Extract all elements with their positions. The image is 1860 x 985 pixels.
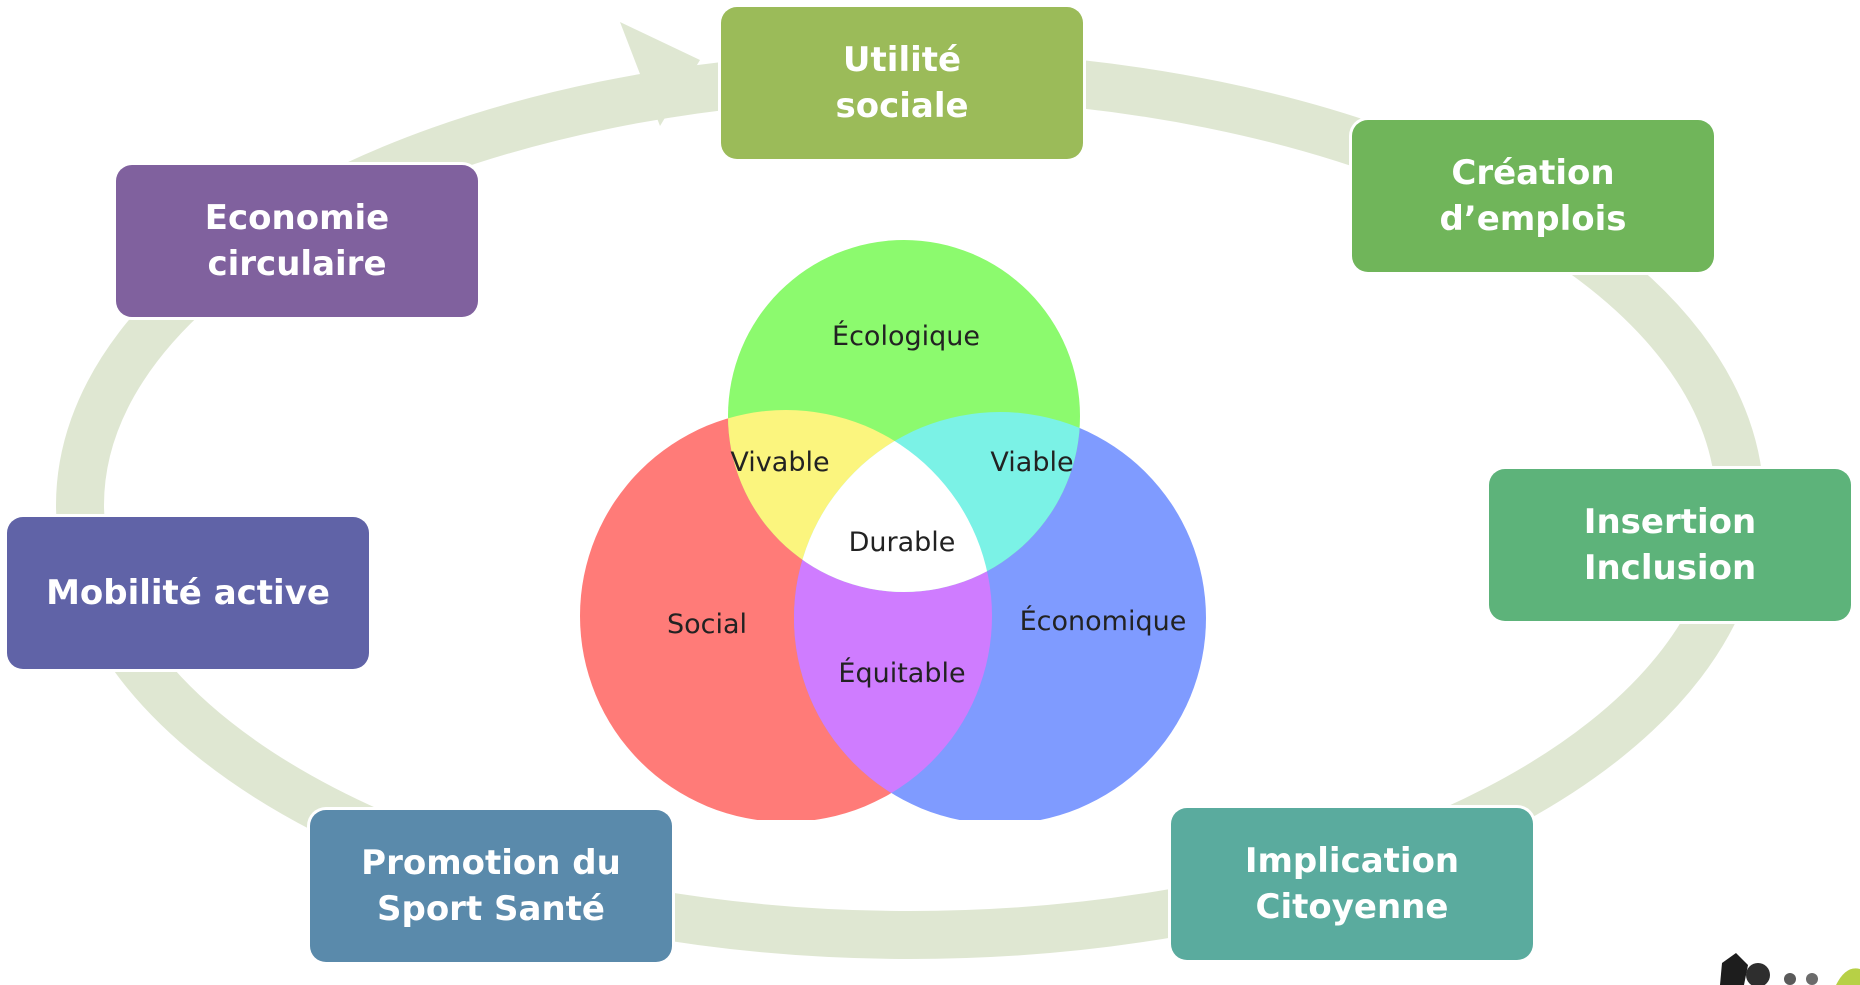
label-vivable: Vivable bbox=[730, 447, 829, 478]
cycle-arrowhead bbox=[620, 22, 700, 126]
step-mobilite-active: Mobilité active bbox=[7, 517, 369, 669]
step-implication-citoyenne: Implication Citoyenne bbox=[1171, 808, 1533, 960]
label-economique: Économique bbox=[1020, 605, 1187, 637]
corner-logo bbox=[1720, 953, 1860, 985]
label-viable: Viable bbox=[990, 447, 1073, 478]
step-promotion-sport-sante: Promotion du Sport Santé bbox=[310, 810, 672, 962]
region-durable bbox=[794, 412, 992, 592]
step-economie-circulaire: Economie circulaire bbox=[116, 165, 478, 317]
step-creation-emplois: Création d’emplois bbox=[1352, 120, 1714, 272]
label-ecologique: Écologique bbox=[832, 320, 980, 352]
step-insertion-inclusion: Insertion Inclusion bbox=[1489, 469, 1851, 621]
label-social: Social bbox=[667, 609, 747, 640]
label-durable: Durable bbox=[849, 527, 956, 558]
sustainability-venn: Écologique Vivable Viable Durable Social… bbox=[580, 240, 1206, 820]
step-utilite-sociale: Utilité sociale bbox=[721, 7, 1083, 159]
label-equitable: Équitable bbox=[838, 657, 965, 689]
